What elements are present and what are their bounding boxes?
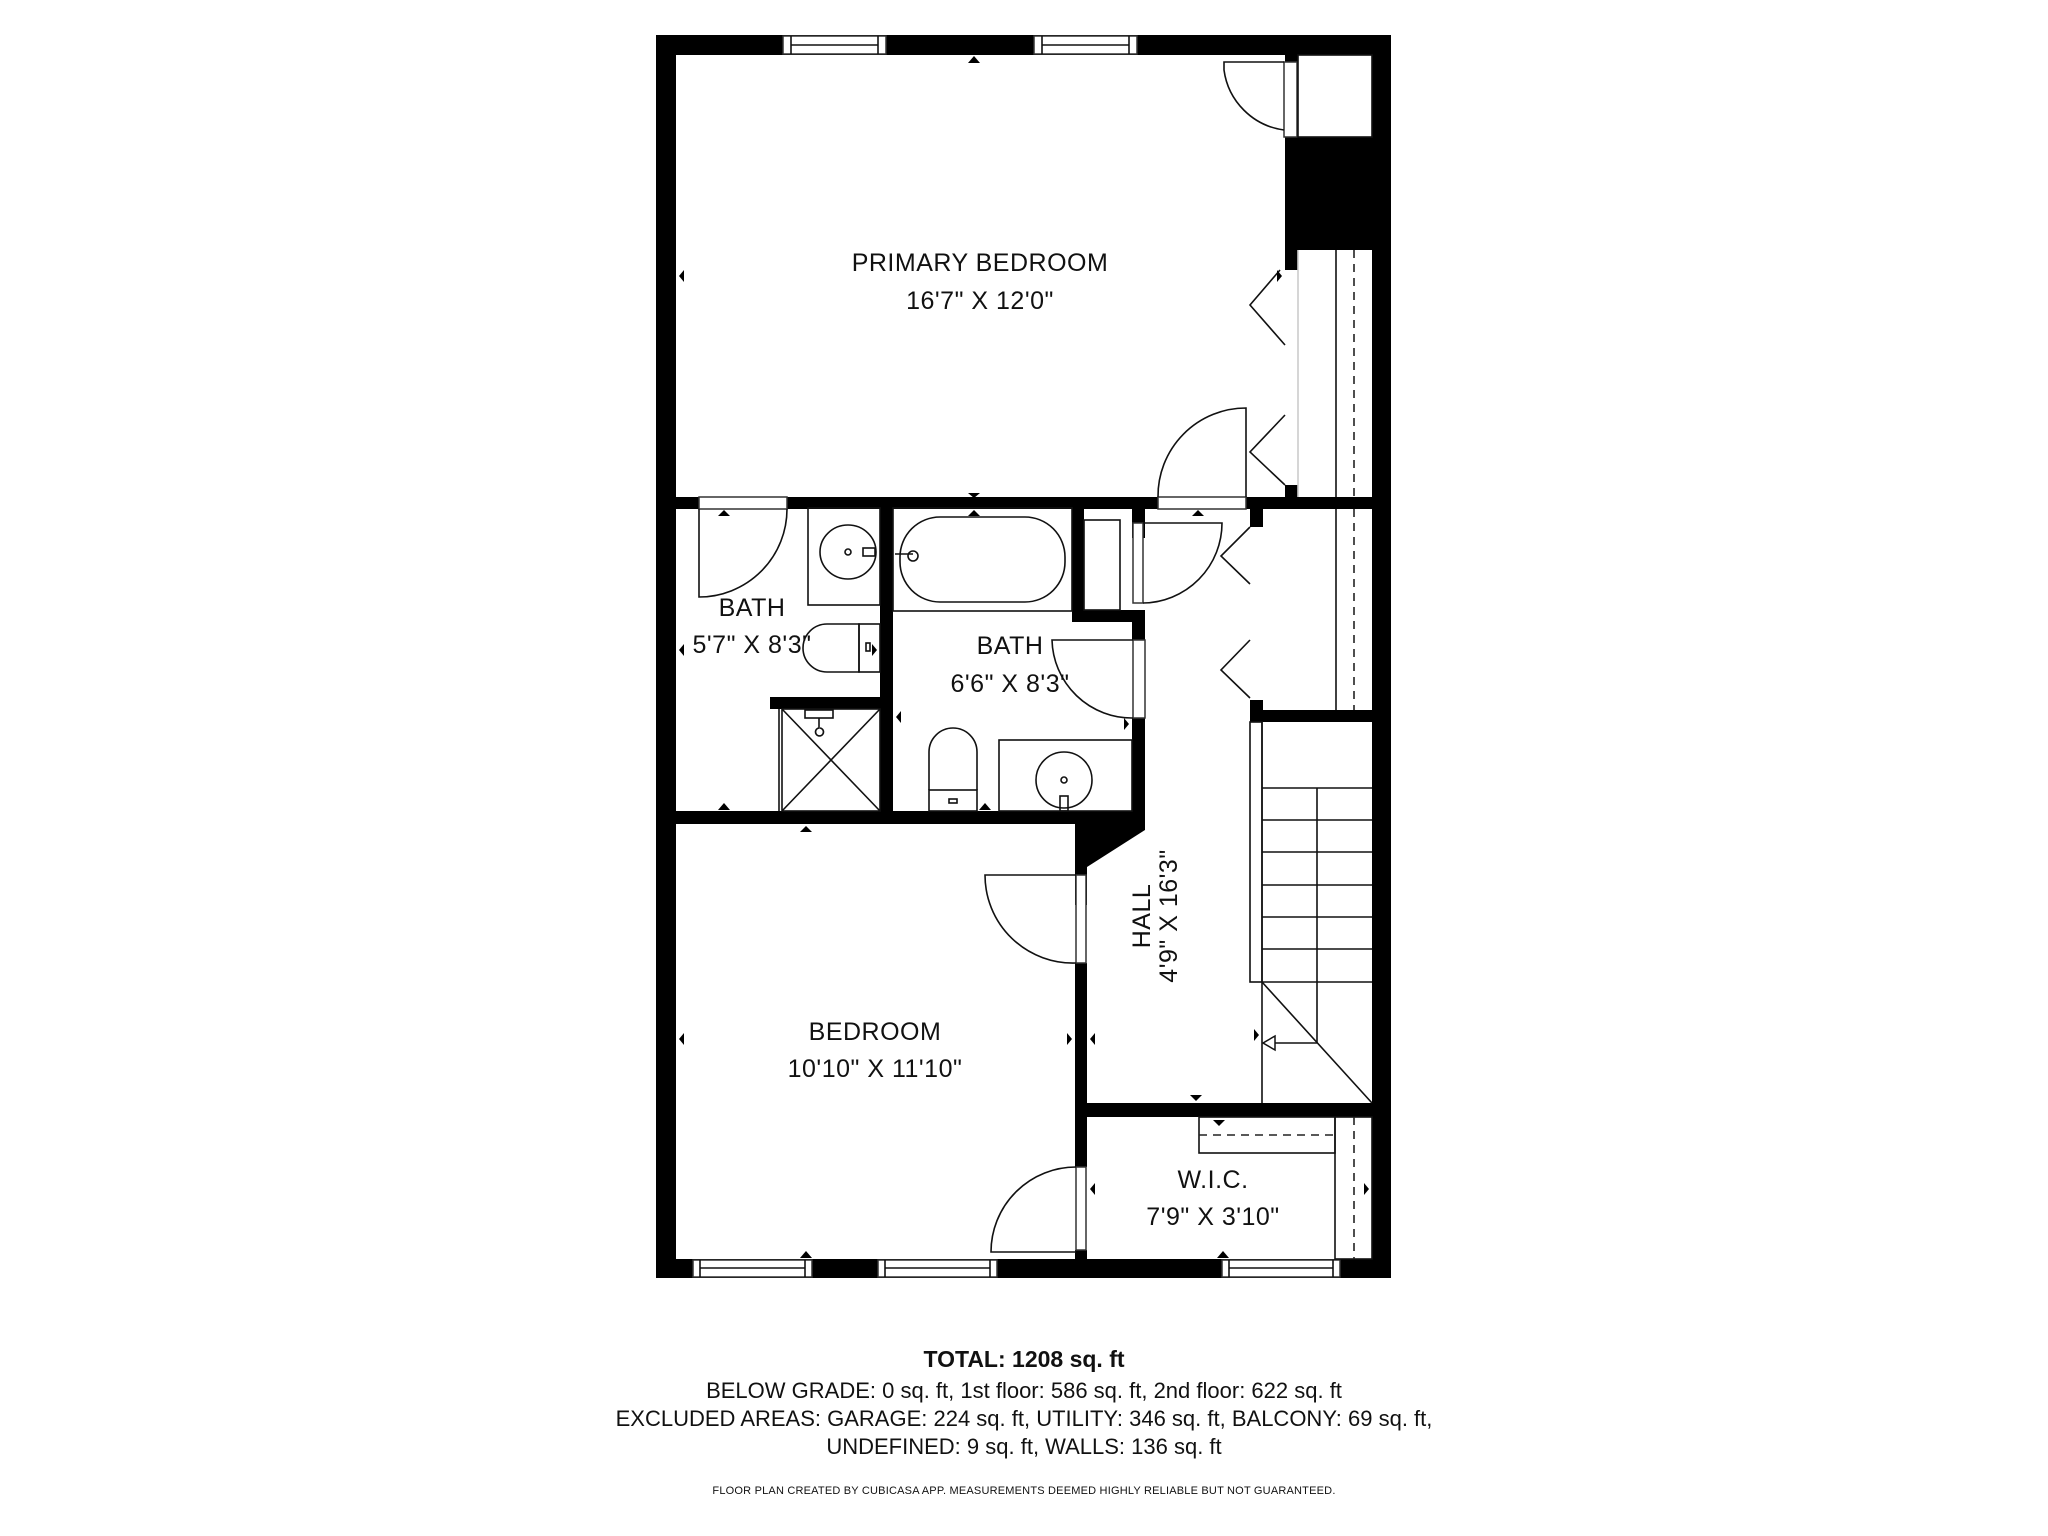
sink-icon (1035, 751, 1093, 809)
window-top-1 (782, 35, 887, 55)
room-label-bath-2: BATH 6'6" X 8'3" (951, 632, 1070, 698)
staircase (1249, 721, 1373, 1104)
room-dimensions: 7'9" X 3'10" (1146, 1203, 1279, 1231)
bifold-door-primary-1 (1248, 269, 1286, 346)
toilet-icon (802, 623, 860, 673)
room-dimensions: 6'6" X 8'3" (951, 670, 1070, 698)
interior-walls (676, 55, 1372, 1278)
stair-arrow-head (1261, 1034, 1276, 1052)
bath-fixtures (778, 507, 1133, 812)
total-area: TOTAL: 1208 sq. ft (923, 1346, 1125, 1372)
doors (698, 61, 1298, 1253)
room-label-primary-bedroom: PRIMARY BEDROOM 16'7" X 12'0" (852, 249, 1109, 315)
window-bottom-1 (692, 1259, 813, 1278)
closet-fixtures (1083, 54, 1373, 1260)
bifold-door-primary-2 (1248, 414, 1286, 486)
door-bath-2 (1051, 639, 1146, 719)
bifold-door-hall-2 (1219, 639, 1251, 699)
door-bedroom (984, 874, 1087, 964)
room-dimensions: 4'9" X 16'3" (1155, 849, 1183, 982)
room-label-wic: W.I.C. 7'9" X 3'10" (1146, 1166, 1279, 1231)
excluded-areas-continued: UNDEFINED: 9 sq. ft, WALLS: 136 sq. ft (826, 1434, 1222, 1459)
bathtub-icon (892, 507, 1073, 612)
room-name: BATH (719, 594, 786, 622)
door-primary-entry (1157, 407, 1247, 510)
area-breakdown: BELOW GRADE: 0 sq. ft, 1st floor: 586 sq… (706, 1378, 1342, 1403)
window-bottom-3 (1221, 1259, 1341, 1278)
room-dimensions: 5'7" X 8'3" (693, 631, 812, 659)
door-bath-1 (698, 496, 788, 598)
room-name: BEDROOM (809, 1018, 942, 1046)
shower-icon (781, 708, 881, 812)
vanity-bath-2 (998, 739, 1133, 812)
windows (692, 35, 1341, 1278)
room-name: W.I.C. (1177, 1166, 1248, 1194)
sink-icon (819, 524, 877, 580)
door-wic (990, 1166, 1087, 1253)
vanity-bath-1 (807, 507, 881, 606)
room-label-hall: HALL 4'9" X 16'3" (1128, 849, 1183, 982)
room-name: HALL (1128, 884, 1156, 949)
room-name: BATH (977, 632, 1044, 660)
room-dimensions: 10'10" X 11'10" (788, 1055, 963, 1083)
dimension-markers (679, 56, 1369, 1258)
excluded-areas: EXCLUDED AREAS: GARAGE: 224 sq. ft, UTIL… (615, 1406, 1433, 1431)
room-dimensions: 16'7" X 12'0" (906, 287, 1054, 315)
window-bottom-2 (877, 1259, 998, 1278)
room-name: PRIMARY BEDROOM (852, 249, 1109, 277)
bifold-door-hall-1 (1219, 526, 1251, 585)
room-label-bedroom: BEDROOM 10'10" X 11'10" (788, 1018, 963, 1083)
window-top-2 (1033, 35, 1138, 55)
door-linen (1132, 522, 1223, 604)
door-primary-closet (1223, 61, 1298, 138)
toilet-icon (928, 727, 978, 790)
disclaimer: FLOOR PLAN CREATED BY CUBICASA APP. MEAS… (712, 1485, 1336, 1497)
room-label-bath-1: BATH 5'7" X 8'3" (693, 594, 812, 659)
